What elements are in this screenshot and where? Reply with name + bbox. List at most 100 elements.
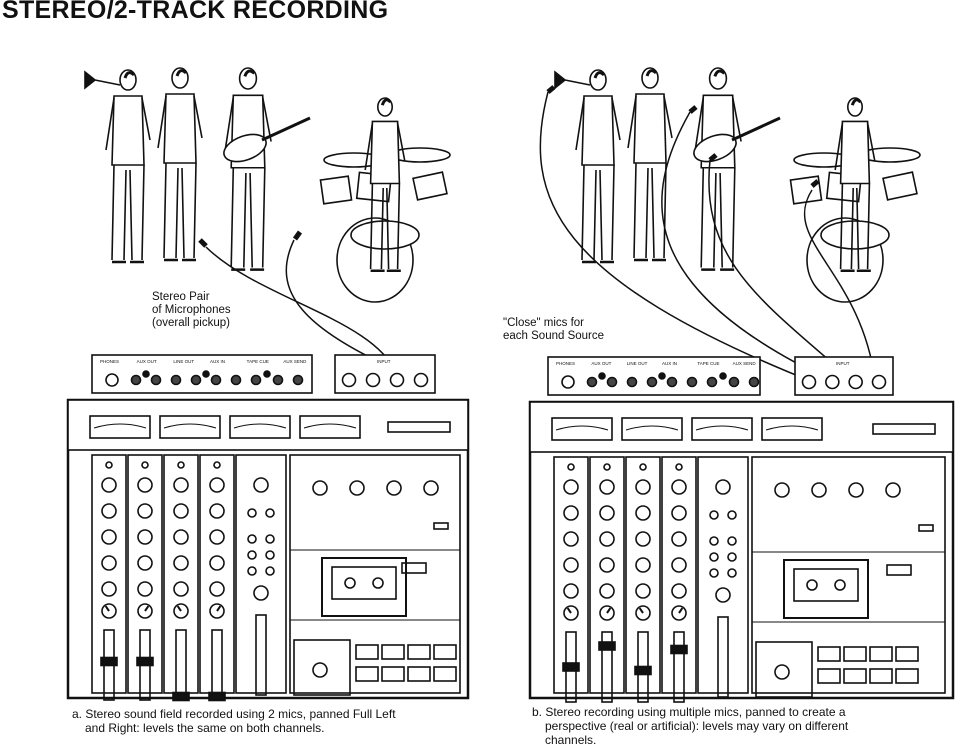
jack <box>170 374 182 386</box>
patch-label: LINE OUT <box>173 359 194 364</box>
mic-icon <box>198 238 208 248</box>
eq-knob <box>101 555 117 571</box>
trim-knob <box>105 461 113 469</box>
small-knob <box>727 552 737 562</box>
channel-strip <box>553 456 589 694</box>
mic-label-line: Stereo Pair <box>152 291 210 303</box>
counter-slot <box>387 421 451 433</box>
channel-strip <box>589 456 625 694</box>
hair <box>380 98 392 106</box>
drummer <box>834 97 876 273</box>
jack <box>190 374 202 386</box>
cassette-icon <box>793 568 859 602</box>
jack <box>728 376 740 388</box>
vu-scale <box>233 423 287 429</box>
power-knob <box>774 664 790 680</box>
small-knob <box>265 550 275 560</box>
transport-button <box>869 668 893 684</box>
arms <box>105 97 151 151</box>
hair <box>713 69 726 77</box>
mic-label-line: "Close" mics for <box>503 317 585 329</box>
guitar-neck <box>261 116 311 142</box>
jack <box>586 376 598 388</box>
trim-knob <box>177 461 185 469</box>
mic-cable <box>803 189 876 381</box>
eq-knob <box>671 531 687 547</box>
guitar-icon <box>223 133 267 163</box>
tape-counter <box>401 562 427 574</box>
page-title: STEREO/2-TRACK RECORDING <box>2 0 389 24</box>
transport-button <box>817 646 841 662</box>
jack <box>666 376 678 388</box>
mic-cable <box>539 91 809 381</box>
band-a <box>84 67 451 303</box>
master-fader <box>255 614 267 696</box>
eq-knob <box>635 531 651 547</box>
tape-deck <box>751 456 946 694</box>
vu-meter <box>551 417 613 441</box>
meter-bridge <box>529 401 954 453</box>
jack <box>646 376 658 388</box>
trim-knob <box>567 463 575 471</box>
led <box>658 372 666 380</box>
legs <box>700 167 736 268</box>
caption-line: and Right: levels the same on both chann… <box>85 721 325 735</box>
deck-knob <box>312 480 328 496</box>
input-jack <box>871 374 887 390</box>
legs <box>839 183 871 270</box>
eq-knob <box>563 583 579 599</box>
eq-knob <box>209 555 225 571</box>
patch-label: LINE OUT <box>627 361 648 366</box>
legs <box>111 164 145 261</box>
jack <box>748 376 760 388</box>
torso <box>163 93 197 164</box>
channel-strip <box>661 456 697 694</box>
deck-knob <box>811 482 827 498</box>
transport-button <box>433 666 457 682</box>
caption-line: channels. <box>545 733 597 747</box>
jack <box>250 374 262 386</box>
transport-button <box>407 666 431 682</box>
input-jack <box>825 374 840 390</box>
input-label: INPUT <box>377 359 391 364</box>
trumpet-player <box>105 69 151 264</box>
mic-cable <box>708 159 853 381</box>
jack <box>105 373 119 387</box>
transport-button <box>355 666 379 682</box>
jack <box>210 374 222 386</box>
tom <box>882 171 918 201</box>
eq-knob <box>137 529 153 545</box>
arms <box>627 95 673 149</box>
aux-strip <box>235 454 287 694</box>
vu-meter <box>229 415 291 439</box>
pan-pointer <box>176 605 182 612</box>
eq-knob <box>101 529 117 545</box>
small-knob <box>247 508 257 518</box>
fader-cap <box>670 644 688 655</box>
transport-button <box>895 668 919 684</box>
eq-knob <box>599 505 615 521</box>
small-knob <box>265 566 275 576</box>
hair <box>243 69 256 77</box>
aux-knob <box>253 477 269 493</box>
channel-strip <box>91 454 127 694</box>
eq-knob <box>599 479 615 495</box>
pan-pointer <box>216 605 222 612</box>
patch-label: AUX IN <box>662 361 677 366</box>
small-knob <box>709 536 719 546</box>
legs <box>581 164 615 261</box>
input-jack <box>413 372 429 388</box>
eq-knob <box>635 557 651 573</box>
jack <box>706 376 718 388</box>
small-knob <box>265 534 275 544</box>
fader-cap <box>634 665 652 676</box>
master-fader <box>717 616 729 698</box>
deck-knob <box>848 482 864 498</box>
transport-button <box>355 644 379 660</box>
pan-pointer <box>566 607 572 614</box>
trumpet-icon <box>554 70 591 90</box>
led <box>598 372 606 380</box>
eq-knob <box>563 505 579 521</box>
aux-knob <box>715 479 731 495</box>
